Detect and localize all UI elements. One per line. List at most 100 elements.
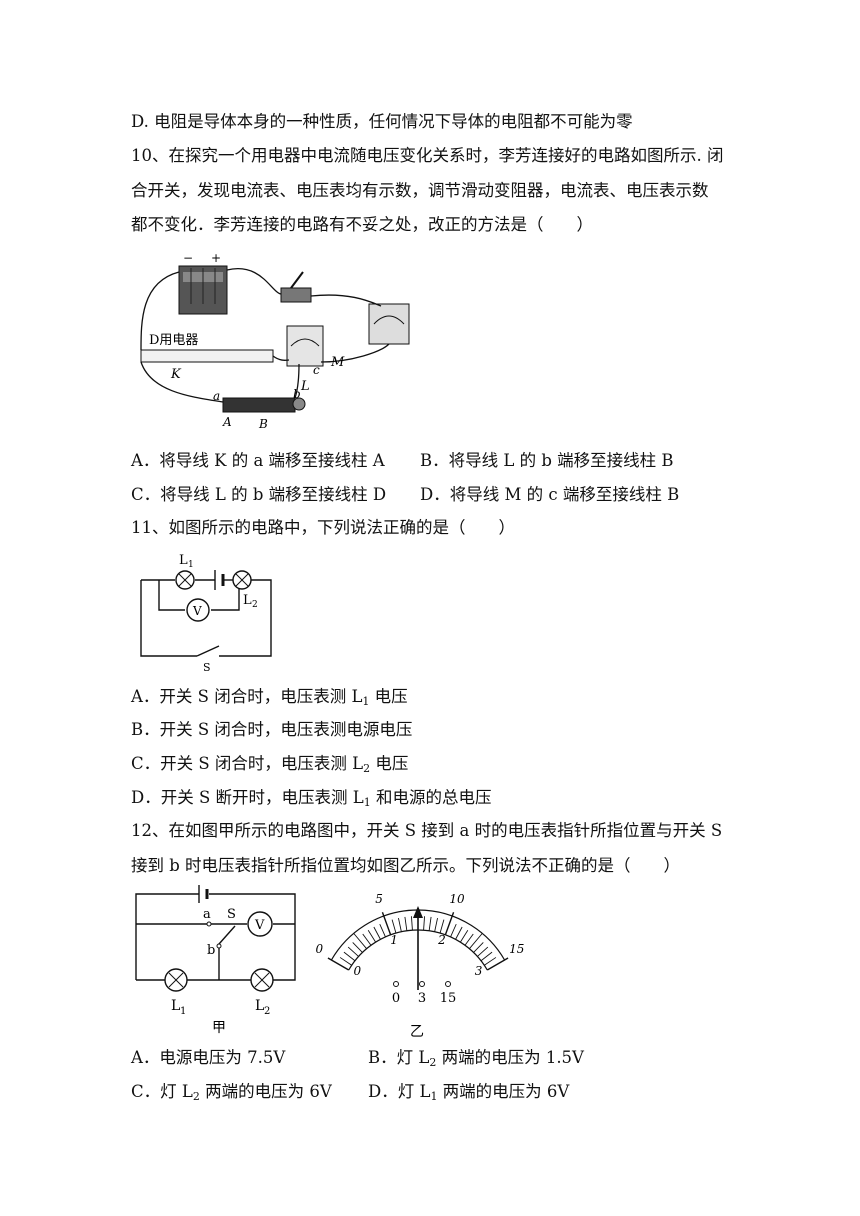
lamp-l1-label: L (179, 553, 188, 568)
q10-stem-line-1: 10、在探究一个用电器中电流随电压变化关系时，李芳连接好的电路如图所示. 闭 (131, 146, 724, 165)
device-resistor-bar (140, 349, 274, 363)
terminal-icon (419, 981, 425, 987)
dial-tick (367, 930, 376, 943)
ammeter-icon (368, 303, 410, 345)
wire-k-label: K (170, 367, 182, 382)
figure-yi-caption: 乙 (410, 1024, 424, 1040)
switch-icon (280, 271, 312, 303)
dial-outer-scale-label: 5 (375, 892, 383, 906)
q10-circuit-photo: − + D用电器 K L M c a b A B (140, 251, 410, 431)
contact-a-label: a (203, 907, 211, 922)
contact-b-label: b (207, 943, 215, 958)
q9-option-d: D. 电阻是导体本身的一种性质，任何情况下导体的电阻都不可能为零 (131, 112, 633, 131)
q12-stem-line-1: 12、在如图甲所示的电路图中，开关 S 接到 a 时的电压表指针所指位置与开关 … (131, 821, 723, 840)
terminal-b-label: b (293, 387, 301, 401)
contact-a-icon (206, 921, 212, 927)
voltmeter-icon (247, 911, 273, 937)
battery-minus-label: − (183, 251, 193, 265)
terminal-icon (445, 981, 451, 987)
dial-tick (460, 930, 469, 943)
q10-option-a: A．将导线 K 的 a 端移至接线柱 A (131, 451, 385, 470)
dial-tick (486, 957, 509, 971)
dial-tick (352, 942, 363, 953)
dial-tick (455, 926, 463, 940)
dial-tick (373, 926, 381, 940)
dial-inner-scale-label: 2 (437, 933, 446, 947)
q11-stem: 11、如图所示的电路中，下列说法正确的是（ ） (131, 518, 515, 537)
lamp-l1-icon (175, 570, 195, 590)
dial-tick (391, 919, 397, 934)
dial-tick (339, 957, 352, 966)
wire-m-label: M (330, 355, 345, 370)
dial-tick (353, 933, 367, 950)
dial-tick (428, 916, 432, 931)
lamp-l1-icon (164, 968, 188, 992)
terminal-label: 3 (418, 991, 426, 1006)
q11-option-a: A．开关 S 闭合时，电压表测 L1 电压 (131, 687, 408, 708)
dial-inner-scale-label: 0 (354, 964, 362, 978)
q12-option-d: D．灯 L1 两端的电压为 6V (368, 1082, 570, 1103)
lamp-l2-subscript: 2 (252, 600, 258, 610)
q12-option-a: A．电源电压为 7.5V (131, 1048, 286, 1067)
q10-stem-line-2: 合开关，发现电流表、电压表均有示数，调节滑动变阻器，电流表、电压表示数 (131, 181, 709, 200)
dial-tick (444, 912, 455, 936)
voltmeter-label: V (254, 918, 265, 933)
dial-outer-scale-label: 0 (315, 942, 323, 956)
battery-icon (178, 265, 228, 315)
battery-cell-icon (214, 570, 225, 590)
lamp-l2-icon (232, 570, 252, 590)
switch-s-label: S (203, 661, 211, 674)
dial-outer-scale-label: 15 (509, 942, 524, 956)
q10-option-c: C．将导线 L 的 b 端移至接线柱 D (131, 485, 387, 504)
lamp-l2-icon (250, 968, 274, 992)
terminal-icon (393, 981, 399, 987)
q11-option-b: B．开关 S 闭合时，电压表测电源电压 (131, 720, 413, 739)
voltmeter-label: V (192, 604, 202, 618)
lamp-l1-label: L (171, 998, 180, 1014)
lamp-l2-subscript: 2 (264, 1006, 270, 1017)
q11-option-c: C．开关 S 闭合时，电压表测 L2 电压 (131, 754, 409, 775)
terminal-B-label: B (258, 417, 268, 431)
dial-tick (480, 951, 493, 962)
terminal-c-label: c (313, 363, 320, 377)
wire-l-label: L (300, 379, 310, 394)
q10-option-b: B．将导线 L 的 b 端移至接线柱 B (420, 451, 674, 470)
figure-jia-caption: 甲 (212, 1020, 226, 1036)
battery-plus-label: + (211, 251, 221, 265)
lamp-l1-subscript: 1 (188, 560, 194, 570)
dial-pointer-icon (413, 906, 423, 990)
terminal-label: 0 (392, 991, 400, 1006)
dial-tick (343, 951, 356, 962)
dial-tick (379, 923, 386, 938)
battery-cell-icon (198, 885, 209, 903)
lamp-l2-label: L (255, 998, 264, 1014)
q12-option-b: B．灯 L2 两端的电压为 1.5V (368, 1048, 584, 1069)
dial-tick (439, 919, 445, 934)
lamp-l2-label: L (243, 593, 252, 608)
terminal-a-label: a (213, 389, 220, 403)
q10-option-d: D．将导线 M 的 c 端移至接线柱 B (420, 485, 680, 504)
dial-tick (410, 916, 413, 931)
dial-tick (404, 916, 408, 931)
device-label: D用电器 (149, 333, 198, 348)
switch-s-label: S (227, 907, 236, 922)
dial-tick (381, 912, 392, 936)
dial-tick (473, 942, 484, 953)
contact-b-icon (216, 943, 222, 949)
rheostat-icon (222, 397, 306, 413)
dial-outer-scale-label: 10 (449, 892, 465, 906)
q12-circuit-diagram-jia: a b S V L 1 L 2 甲 (135, 885, 296, 1036)
lamp-l1-subscript: 1 (180, 1006, 186, 1017)
q11-option-d: D．开关 S 断开时，电压表测 L1 和电源的总电压 (131, 788, 492, 809)
dial-tick (469, 933, 483, 950)
dial-tick (398, 917, 402, 932)
voltmeter-icon (186, 598, 210, 622)
dial-tick (434, 917, 438, 932)
dial-tick (347, 946, 359, 957)
dial-inner-scale-label: 3 (475, 964, 483, 978)
dial-tick (423, 916, 426, 931)
dial-terminals: 0 3 15 (392, 981, 457, 1006)
q10-stem-line-3: 都不变化．李芳连接的电路有不妥之处，改正的方法是（ ） (131, 215, 593, 234)
terminal-label: 15 (440, 991, 457, 1006)
